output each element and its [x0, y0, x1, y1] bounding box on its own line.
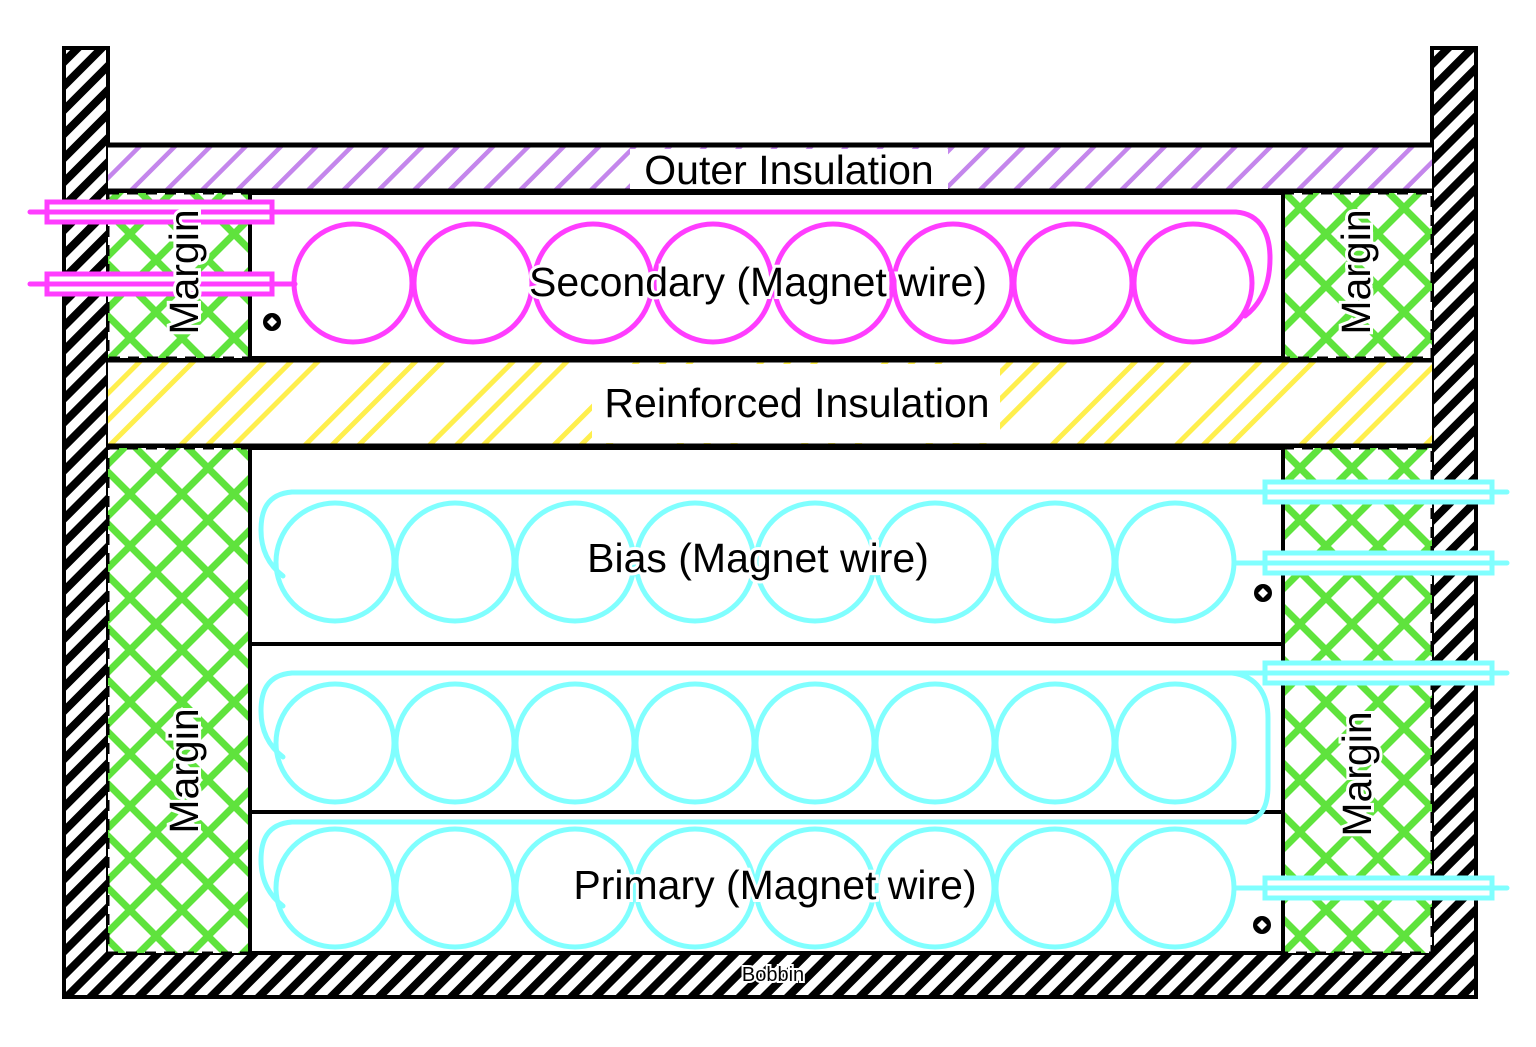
secondary-winding [27, 209, 1273, 345]
bias-entry-curve [258, 489, 295, 579]
reinforced-insulation-label: Reinforced Insulation [604, 380, 989, 426]
primary-turn [1113, 826, 1237, 950]
primary-wire-end-dot [1253, 916, 1271, 934]
outer-insulation-label-mask [630, 149, 948, 189]
bobbin-label: Bobbin [742, 964, 804, 986]
margin-label-lower-left: Margin [161, 708, 207, 833]
bias-label: Bias (Magnet wire) [587, 535, 929, 581]
bias-winding [258, 489, 1510, 624]
bias-wire-end-dot [1254, 584, 1272, 602]
primary-layer1-entry-curve [258, 819, 295, 909]
primary-turn [1113, 681, 1237, 805]
margin-label-upper-left: Margin [161, 209, 207, 334]
secondary-top-wire [27, 209, 1273, 319]
reinforced-insulation-label-mask [592, 364, 1000, 443]
outer-insulation-label: Outer Insulation [644, 147, 933, 193]
margin-label-upper-right: Margin [1333, 209, 1379, 334]
secondary-label: Secondary (Magnet wire) [529, 259, 987, 305]
margin-label-lower-right: Margin [1334, 711, 1380, 836]
primary-winding-layer2 [258, 670, 1510, 825]
bias-turn [1113, 500, 1237, 624]
primary-interlayer-curve [1229, 670, 1271, 825]
margin-lower-right [1281, 446, 1434, 955]
margin-lower-left [106, 446, 252, 955]
primary-winding-layer1 [258, 819, 1510, 950]
primary-layer2-entry-curve [258, 670, 295, 760]
layer-divider-lines [250, 642, 1283, 814]
secondary-wire-end-dot [263, 313, 281, 331]
secondary-turn [1131, 221, 1255, 345]
margin-upper-right [1281, 191, 1434, 360]
primary-label: Primary (Magnet wire) [573, 862, 976, 908]
